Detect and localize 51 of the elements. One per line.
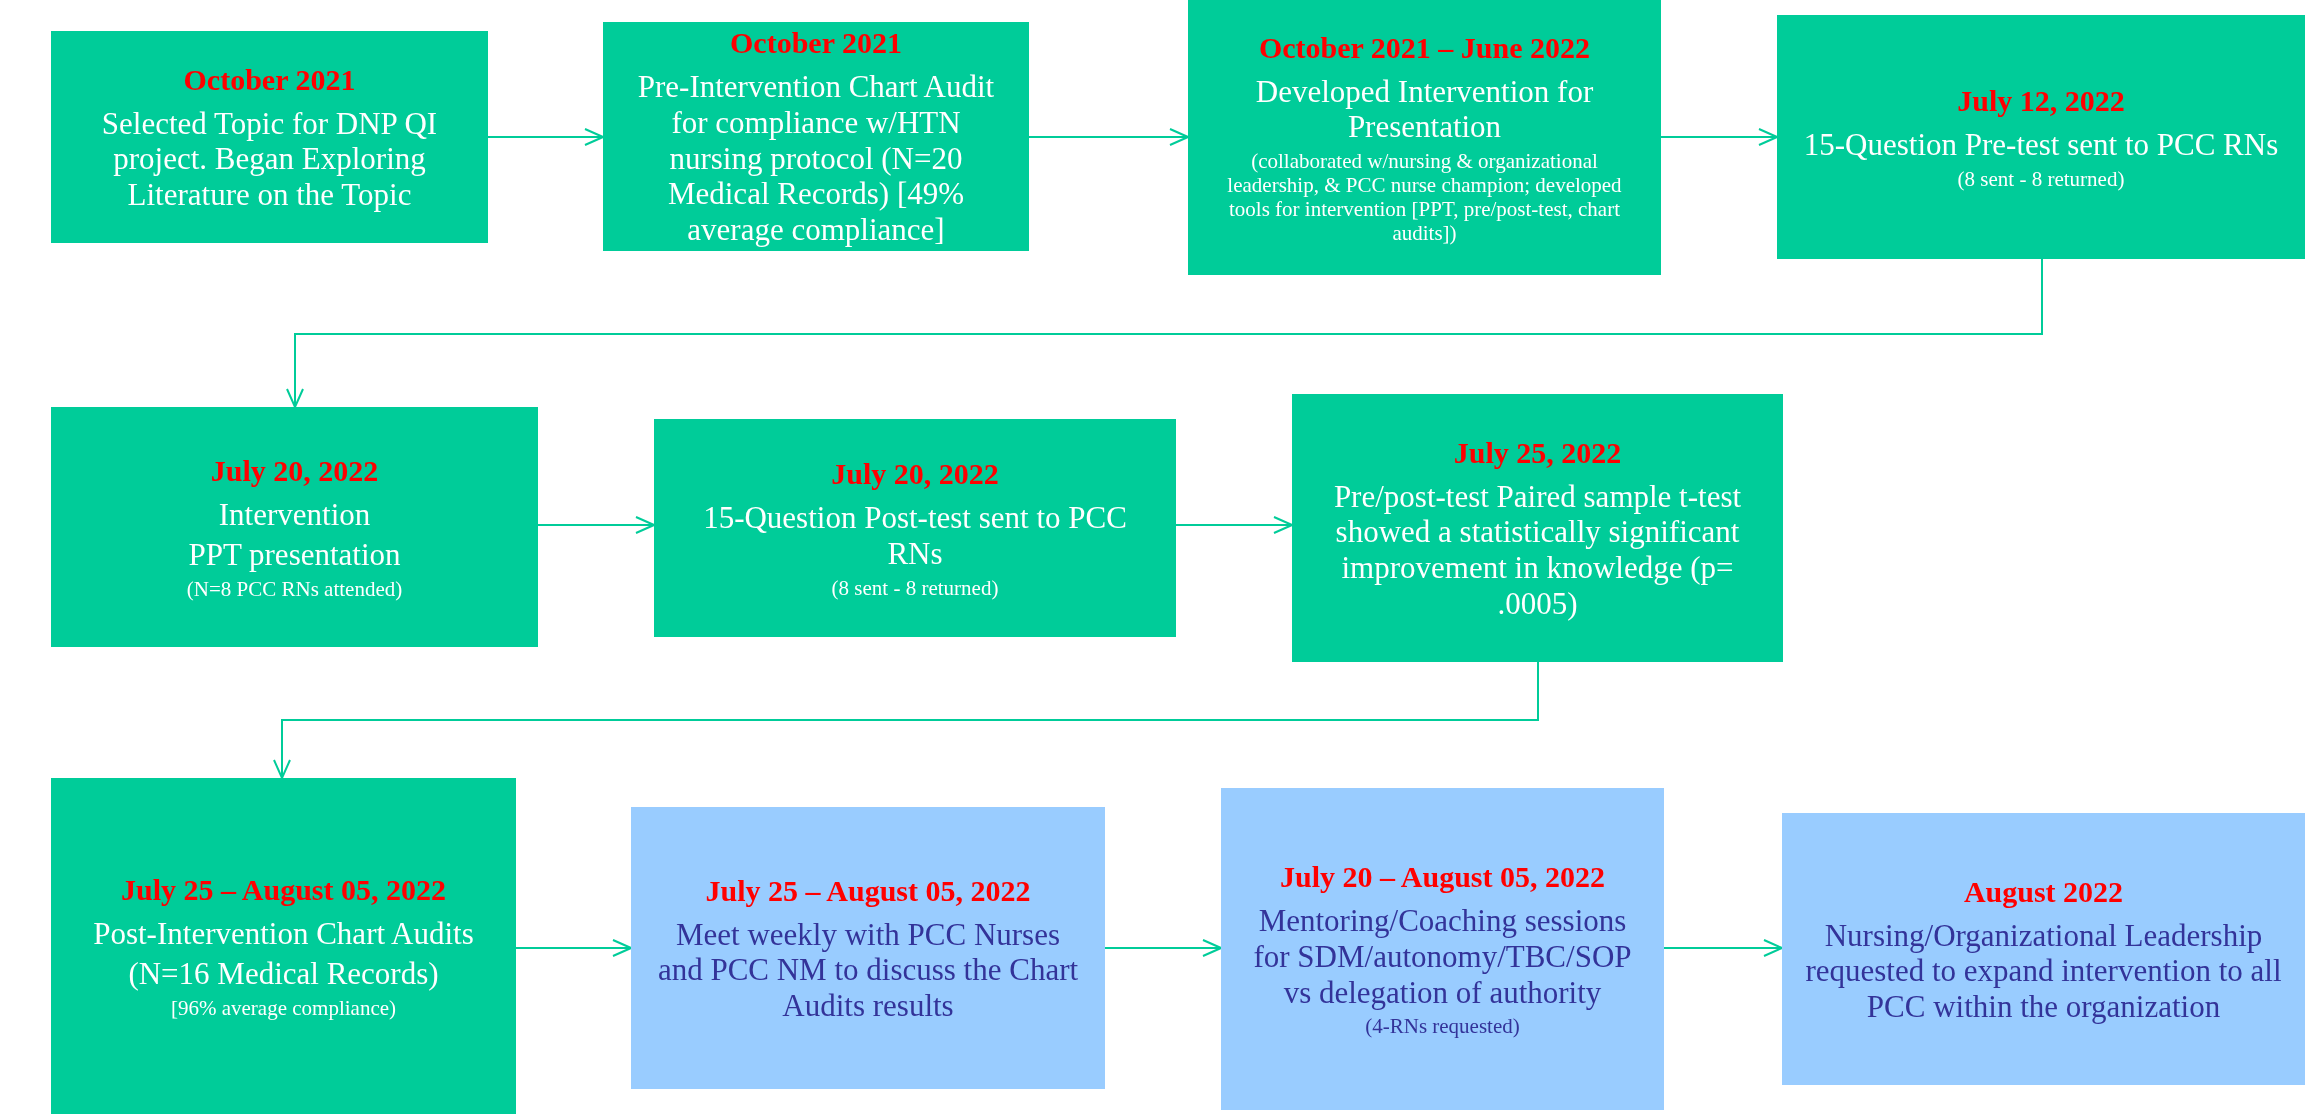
arrow bbox=[537, 516, 655, 534]
timeline-box bbox=[1292, 394, 1783, 662]
arrow bbox=[286, 258, 2043, 408]
note-text: (8 sent - 8 returned) bbox=[1957, 166, 2125, 191]
description-text: Nursing/Organizational Leadership requested to expand intervention to all PCC within the organization bbox=[1804, 917, 2283, 1025]
description-text: 15-Question Post-test sent to PCC RNs bbox=[702, 500, 1128, 572]
arrow bbox=[487, 128, 604, 146]
timeline-box bbox=[631, 807, 1105, 1089]
date-text: July 25, 2022 bbox=[1453, 434, 1622, 471]
arrow bbox=[1175, 516, 1293, 534]
note-text: (8 sent - 8 returned) bbox=[831, 575, 999, 600]
timeline-box bbox=[1188, 0, 1661, 275]
description-text: 15-Question Pre-test sent to PCC RNs bbox=[1803, 127, 2279, 163]
note-text: (collaborated w/nursing & organizational leadership, & PCC nurse champion; developed tools for intervention [PPT, pre/post-test, chart audits]) bbox=[1226, 148, 1623, 246]
note-text: (N=8 PCC RNs attended) bbox=[186, 576, 403, 601]
description-text: PPT presentation bbox=[188, 536, 401, 573]
date-text: July 25 – August 05, 2022 bbox=[705, 872, 1031, 909]
description-text: Intervention bbox=[218, 497, 371, 533]
description-text: (N=16 Medical Records) bbox=[128, 955, 439, 992]
description-text: Developed Intervention for Presentation bbox=[1254, 73, 1595, 145]
date-text: July 20 – August 05, 2022 bbox=[1279, 859, 1606, 896]
timeline-box bbox=[51, 31, 488, 243]
date-text: August 2022 bbox=[1963, 873, 2124, 910]
description-text: Pre/post-test Paired sample t-test showed a statistically significant improvement in knowledge (p= .0005) bbox=[1332, 478, 1743, 622]
timeline-box bbox=[51, 407, 538, 647]
timeline-box bbox=[654, 419, 1176, 637]
timeline-box bbox=[1777, 15, 2305, 259]
date-text: October 2021 – June 2022 bbox=[1258, 29, 1591, 66]
date-text: July 12, 2022 bbox=[1957, 83, 2125, 120]
arrow bbox=[1028, 128, 1189, 146]
arrow bbox=[515, 939, 632, 957]
arrow bbox=[1663, 939, 1783, 957]
arrow bbox=[1660, 128, 1778, 146]
date-text: July 20, 2022 bbox=[210, 453, 379, 490]
timeline-box bbox=[51, 778, 516, 1114]
note-text: (4-RNs requested) bbox=[1365, 1014, 1520, 1039]
date-text: July 25 – August 05, 2022 bbox=[120, 872, 447, 909]
arrow bbox=[1104, 939, 1222, 957]
description-text: Meet weekly with PCC Nurses and PCC NM to discuss the Chart Audits results bbox=[656, 916, 1080, 1024]
description-text: Pre-Intervention Chart Audit for compliance w/HTN nursing protocol (N=20 Medical Records) [49% average compliance] bbox=[636, 69, 996, 248]
description-text: Mentoring/Coaching sessions for SDM/autonomy/TBC/SOP vs delegation of authority bbox=[1252, 903, 1633, 1011]
date-text: July 20, 2022 bbox=[831, 456, 999, 493]
description-text: Post-Intervention Chart Audits bbox=[93, 916, 474, 952]
timeline-box bbox=[1782, 813, 2305, 1085]
timeline-box bbox=[1221, 788, 1664, 1110]
description-text: Selected Topic for DNP QI project. Began Exploring Literature on the Topic bbox=[100, 105, 439, 213]
arrow bbox=[273, 661, 1539, 779]
date-text: October 2021 bbox=[183, 61, 356, 98]
timeline-box bbox=[603, 22, 1029, 251]
date-text: October 2021 bbox=[730, 25, 902, 62]
note-text: [96% average compliance) bbox=[170, 995, 396, 1020]
